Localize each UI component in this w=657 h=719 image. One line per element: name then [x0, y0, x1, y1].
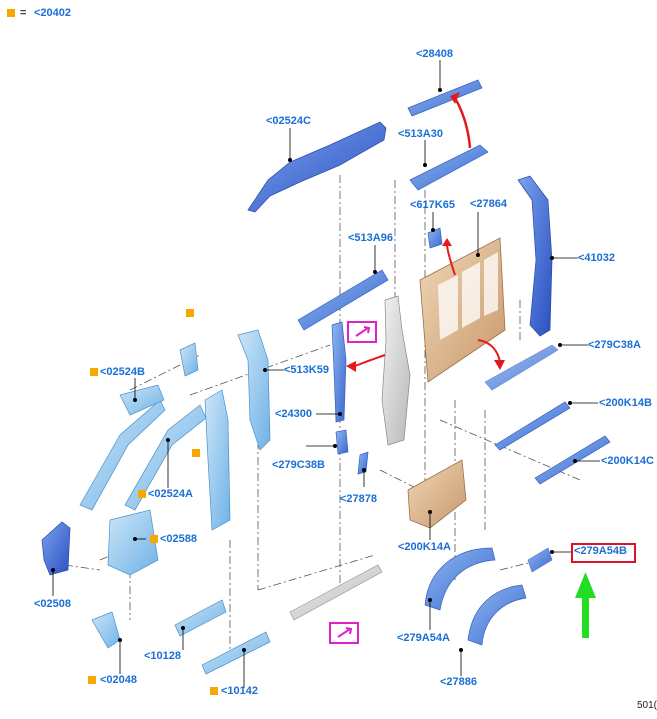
- part-label-10128[interactable]: <10128: [144, 650, 182, 662]
- part-label-02524C[interactable]: <02524C: [266, 115, 311, 127]
- part-label-513A30[interactable]: <513A30: [398, 128, 443, 140]
- part-label-02508[interactable]: <02508: [34, 598, 72, 610]
- orange-square-icon: [186, 309, 194, 317]
- part-label-27886[interactable]: <27886: [440, 676, 478, 688]
- part-28408-shape: [407, 79, 483, 117]
- green-arrow-icon: [575, 572, 596, 638]
- part-label-02524A[interactable]: <02524A: [148, 488, 193, 500]
- part-label-279C38B[interactable]: <279C38B: [272, 459, 325, 471]
- highlight-box: [571, 543, 636, 563]
- orange-square-icon: [192, 449, 200, 457]
- part-label-02588[interactable]: <02588: [160, 533, 198, 545]
- part-label-279A54B[interactable]: <279A54B: [574, 545, 627, 557]
- part-label-279C38A[interactable]: <279C38A: [588, 339, 641, 351]
- legend-square-icon: [7, 9, 15, 17]
- part-label-200K14A[interactable]: <200K14A: [398, 541, 451, 553]
- magenta-note-icon-1[interactable]: [347, 321, 377, 343]
- part-label-28408[interactable]: <28408: [416, 48, 454, 60]
- part-label-27864[interactable]: <27864: [470, 198, 508, 210]
- orange-square-icon: [150, 535, 158, 543]
- leader-lines: [52, 60, 600, 688]
- part-label-200K14C[interactable]: <200K14C: [601, 455, 654, 467]
- part-label-10142[interactable]: <10142: [221, 685, 259, 697]
- legend-code[interactable]: <20402: [34, 7, 72, 19]
- magenta-note-icon-2[interactable]: [329, 622, 359, 644]
- part-label-02524B[interactable]: <02524B: [100, 366, 145, 378]
- part-label-41032[interactable]: <41032: [578, 252, 616, 264]
- orange-square-icon: [138, 490, 146, 498]
- leader-dots: [51, 88, 577, 652]
- part-label-02048[interactable]: <02048: [100, 674, 138, 686]
- part-label-617K65[interactable]: <617K65: [410, 199, 455, 211]
- part-label-513A96[interactable]: <513A96: [348, 232, 393, 244]
- part-label-27878[interactable]: <27878: [340, 493, 378, 505]
- footer-code: 501(: [637, 700, 657, 711]
- part-label-513K59[interactable]: <513K59: [284, 364, 329, 376]
- assembly-lines: [64, 175, 581, 650]
- orange-square-icon: [88, 676, 96, 684]
- orange-square-icon: [210, 687, 218, 695]
- orange-square-icon: [90, 368, 98, 376]
- part-label-200K14B[interactable]: <200K14B: [599, 397, 652, 409]
- part-label-24300[interactable]: <24300: [275, 408, 313, 420]
- legend-equals: =: [20, 7, 27, 19]
- part-label-279A54A[interactable]: <279A54A: [397, 632, 450, 644]
